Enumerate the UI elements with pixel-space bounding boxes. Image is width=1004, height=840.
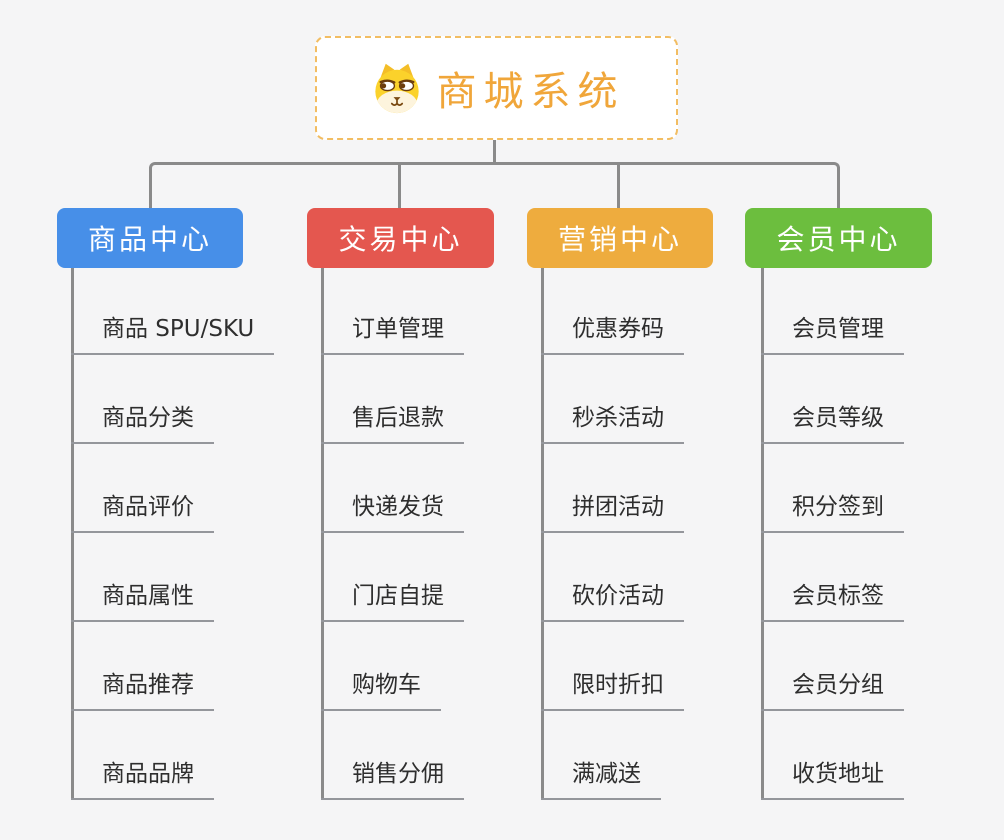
leaf-node[interactable]: 购物车 (321, 670, 441, 711)
leaf-node[interactable]: 优惠券码 (541, 314, 684, 355)
leaf-node[interactable]: 会员标签 (761, 581, 904, 622)
leaf-node[interactable]: 积分签到 (761, 492, 904, 533)
root-node[interactable]: 商城系统 (315, 36, 678, 140)
leaf-node[interactable]: 商品推荐 (71, 670, 214, 711)
leaf-node[interactable]: 订单管理 (321, 314, 464, 355)
branch-label: 会员中心 (776, 223, 901, 256)
branch-label: 商品中心 (87, 223, 212, 256)
shiba-dog-icon (369, 62, 425, 114)
leaf-node[interactable]: 拼团活动 (541, 492, 684, 533)
leaf-node[interactable]: 快递发货 (321, 492, 464, 533)
leaf-node[interactable]: 商品 SPU/SKU (71, 314, 275, 355)
root-title: 商城系统 (436, 69, 625, 115)
connector-column-2 (321, 268, 324, 800)
leaf-node[interactable]: 会员分组 (761, 670, 904, 711)
leaf-node[interactable]: 砍价活动 (541, 581, 684, 622)
connector-drop-branch3 (617, 162, 620, 208)
connector-column-1 (71, 268, 74, 800)
branch-node-product-center[interactable]: 商品中心 (57, 208, 243, 268)
leaf-node[interactable]: 收货地址 (761, 759, 904, 800)
connector-drop-branch2 (398, 162, 401, 208)
leaf-node[interactable]: 商品评价 (71, 492, 214, 533)
connector-column-4 (761, 268, 764, 800)
leaf-node[interactable]: 销售分佣 (321, 759, 464, 800)
branch-node-member-center[interactable]: 会员中心 (745, 208, 932, 268)
connector-bracket (149, 162, 840, 208)
leaf-node[interactable]: 满减送 (541, 759, 661, 800)
leaf-node[interactable]: 门店自提 (321, 581, 464, 622)
branch-label: 营销中心 (557, 223, 682, 256)
branch-node-trade-center[interactable]: 交易中心 (307, 208, 494, 268)
leaf-node[interactable]: 商品品牌 (71, 759, 214, 800)
connector-root-stub (493, 139, 496, 165)
leaf-node[interactable]: 商品分类 (71, 403, 214, 444)
branch-label: 交易中心 (338, 223, 463, 256)
leaf-node[interactable]: 秒杀活动 (541, 403, 684, 444)
leaf-node[interactable]: 会员等级 (761, 403, 904, 444)
connector-column-3 (541, 268, 544, 800)
leaf-node[interactable]: 会员管理 (761, 314, 904, 355)
leaf-node[interactable]: 售后退款 (321, 403, 464, 444)
branch-node-marketing-center[interactable]: 营销中心 (527, 208, 713, 268)
leaf-node[interactable]: 商品属性 (71, 581, 214, 622)
leaf-node[interactable]: 限时折扣 (541, 670, 684, 711)
